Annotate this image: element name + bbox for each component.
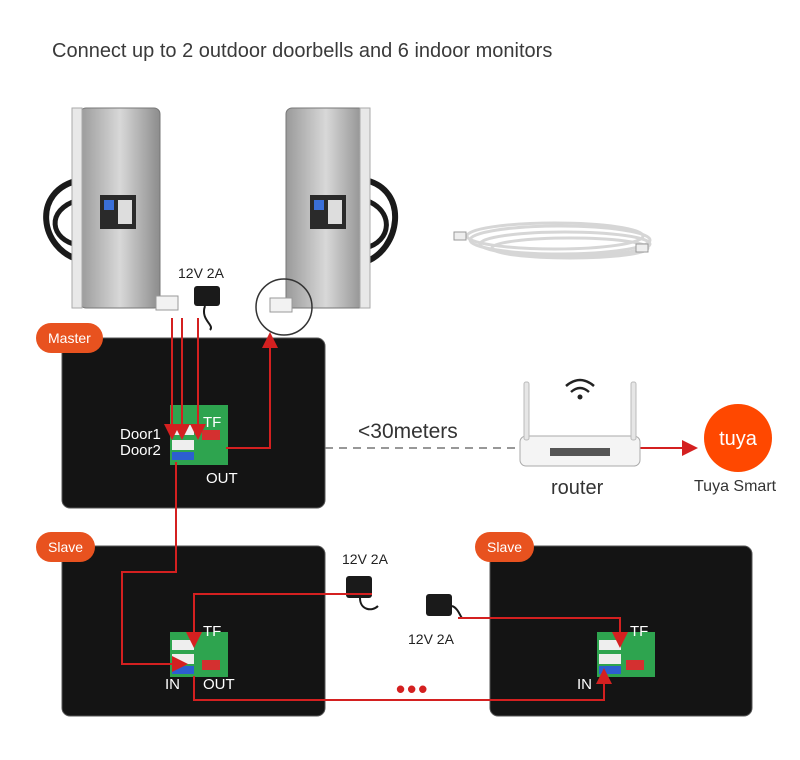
tuya-smart-label: Tuya Smart xyxy=(694,478,777,495)
slave1-out-label: OUT xyxy=(203,676,235,693)
master-out-label: OUT xyxy=(206,470,238,487)
master-door1-label: Door1 xyxy=(120,426,161,443)
master-tf-label: TF xyxy=(203,414,222,431)
power-adapter-icon xyxy=(346,576,379,611)
slave2-in-label: IN xyxy=(577,676,592,693)
page-title: Connect up to 2 outdoor doorbells and 6 … xyxy=(52,40,553,62)
router-icon xyxy=(519,381,641,467)
cable-icon xyxy=(453,221,652,260)
power-adapter-icon xyxy=(426,594,463,619)
outdoor-doorbell-1 xyxy=(43,107,179,311)
power-label-slave-2: 12V 2A xyxy=(408,631,454,647)
tuya-logo-icon: tuya xyxy=(704,404,772,472)
distance-label: <30meters xyxy=(358,420,458,443)
badge-slave-1: Slave xyxy=(36,532,96,562)
slave1-tf-label: TF xyxy=(203,623,222,640)
red-wiring xyxy=(121,318,628,701)
power-adapter-icon xyxy=(194,286,220,331)
tuya-logo-text: tuya xyxy=(719,428,758,450)
power-label-slave-1: 12V 2A xyxy=(342,551,388,567)
master-door2-label: Door2 xyxy=(120,442,161,459)
router-label: router xyxy=(551,477,604,499)
outdoor-doorbell-2 xyxy=(255,107,398,336)
master-monitor xyxy=(61,337,326,509)
slave1-in-label: IN xyxy=(165,676,180,693)
wifi-icon xyxy=(565,378,595,400)
more-monitors-ellipsis: ••• xyxy=(396,674,430,704)
badge-slave-2: Slave xyxy=(475,532,535,562)
badge-master: Master xyxy=(36,323,103,353)
slave2-tf-label: TF xyxy=(630,623,649,640)
power-label-doorbell: 12V 2A xyxy=(178,265,224,281)
